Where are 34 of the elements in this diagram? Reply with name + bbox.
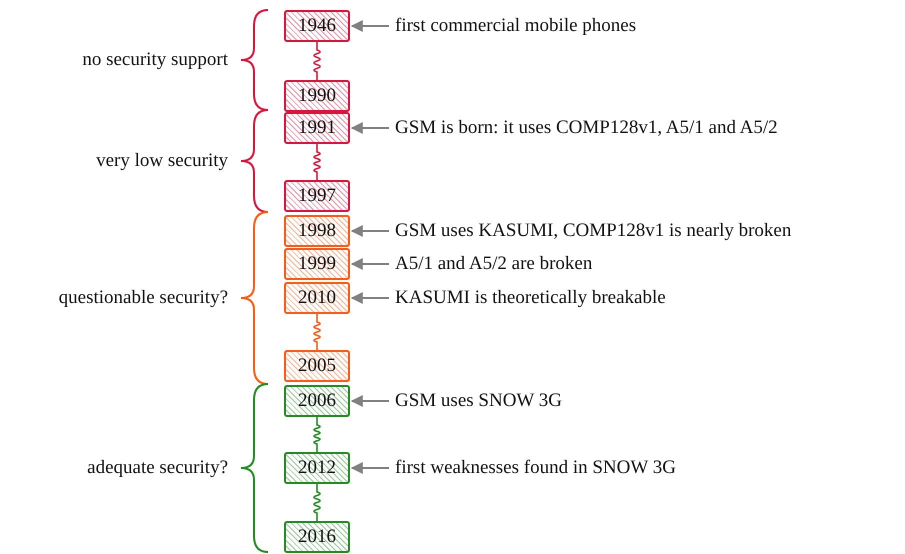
arrow (350, 20, 389, 32)
arrow (350, 395, 389, 407)
arrow (350, 462, 389, 474)
brace-label: adequate security? (87, 456, 228, 480)
wavy-line (313, 144, 321, 180)
year-box: 1998 (284, 215, 350, 247)
brace-label: very low security (96, 149, 228, 173)
wavy-line (313, 484, 321, 521)
year-box: 1999 (284, 248, 350, 280)
brace-label: questionable security? (58, 286, 228, 310)
year-box: 1990 (284, 80, 350, 112)
year-box: 2006 (284, 385, 350, 417)
year-box: 2010 (284, 282, 350, 314)
event-text: GSM is born: it uses COMP128v1, A5/1 and A5/2 (395, 116, 778, 140)
year-box: 1997 (284, 180, 350, 212)
wavy-line (313, 42, 321, 80)
event-text: GSM uses KASUMI, COMP128v1 is nearly broken (395, 219, 792, 243)
event-text: KASUMI is theoretically breakable (395, 286, 666, 310)
event-text: first weaknesses found in SNOW 3G (395, 456, 676, 480)
arrow (350, 122, 389, 134)
wavy-line (313, 417, 321, 452)
arrow (350, 258, 389, 270)
year-box: 2016 (284, 521, 350, 553)
year-box: 2012 (284, 452, 350, 484)
brace-label: no security support (82, 48, 228, 72)
event-text: A5/1 and A5/2 are broken (395, 252, 592, 276)
year-box: 2005 (284, 350, 350, 382)
year-box: 1946 (284, 10, 350, 42)
event-text: GSM uses SNOW 3G (395, 389, 562, 413)
event-text: first commercial mobile phones (395, 14, 636, 38)
wavy-line (313, 314, 321, 350)
year-box: 1991 (284, 112, 350, 144)
arrow (350, 225, 389, 237)
arrow (350, 292, 389, 304)
